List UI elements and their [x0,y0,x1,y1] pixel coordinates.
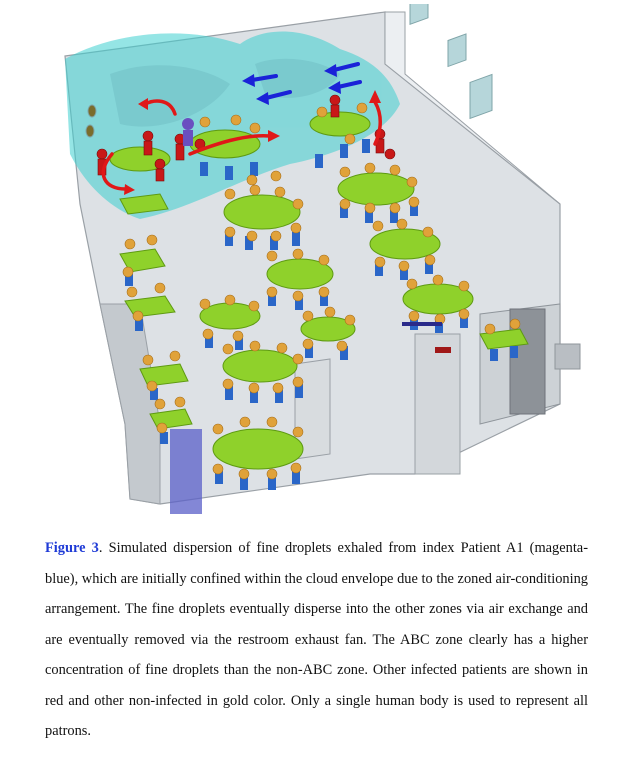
patrons-infected [96,94,396,182]
table-round-4 [266,258,334,290]
table-abc-3 [309,111,371,137]
dining-tables [109,111,529,470]
table-round-8 [222,349,298,383]
restroom-zone [170,429,202,514]
table-round-9 [212,428,304,470]
figure-caption: Figure 3. Simulated dispersion of fine d… [45,533,588,747]
table-rect-1 [119,248,166,273]
table-rect-3 [139,363,189,387]
figure-label: Figure 3 [45,540,99,556]
table-round-7 [300,316,356,342]
table-rect-5 [119,193,169,215]
patrons-non-infected [122,102,521,480]
table-round-2 [337,172,415,206]
figure-caption-text: . Simulated dispersion of fine droplets … [45,540,588,739]
table-round-1 [223,194,301,230]
airflow-arrowheads-blue [242,64,341,105]
airflow-arrows-blue [250,62,362,100]
droplet-cloud [65,31,400,219]
wall-details [85,4,493,353]
airflow-arrowheads-red [124,90,381,195]
index-patient-a1 [182,118,194,146]
table-round-3 [369,228,441,260]
restaurant-simulation-figure [40,4,600,520]
table-rect-6 [479,328,529,350]
